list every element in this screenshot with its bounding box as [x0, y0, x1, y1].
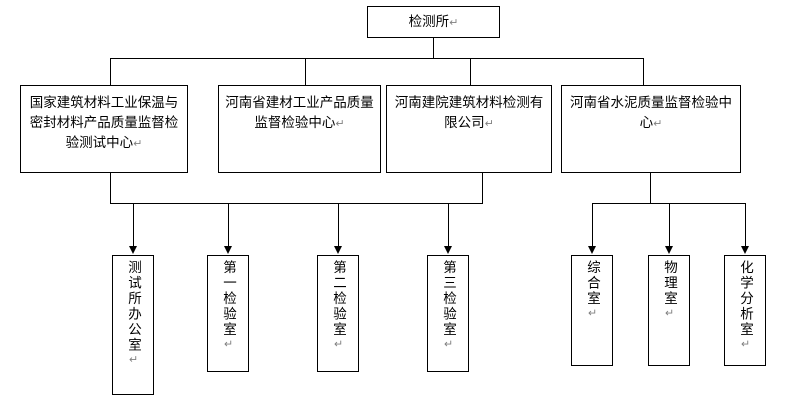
return-mark-icon: ↵	[739, 337, 752, 353]
connector-stem-l2-1-down	[110, 173, 111, 204]
connector-drop-l3-6	[669, 203, 670, 247]
return-mark-icon: ↵	[653, 117, 663, 130]
node-leaf-2-label: 第一检验室↵	[220, 260, 236, 353]
node-level2-2[interactable]: 河南省建材工业产品质量监督检验中心↵	[218, 85, 381, 173]
connector-stem-l2-3-down	[482, 173, 483, 204]
return-mark-icon: ↵	[332, 337, 345, 353]
node-level2-3-label: 河南建院建筑材料检测有限公司↵	[394, 95, 544, 131]
arrow-l3-4-icon	[444, 246, 452, 254]
connector-drop-l3-4	[448, 203, 449, 247]
node-leaf-2[interactable]: 第一检验室↵	[207, 255, 249, 372]
node-leaf-3-label: 第二检验室↵	[330, 260, 346, 353]
node-leaf-6-label: 物理室↵	[661, 260, 677, 322]
node-leaf-3[interactable]: 第二检验室↵	[317, 255, 359, 372]
arrow-l3-2-icon	[224, 246, 232, 254]
connector-drop-l2-4	[643, 58, 644, 85]
return-mark-icon: ↵	[449, 15, 459, 29]
connector-drop-l3-3	[338, 203, 339, 247]
connector-drop-l3-5	[592, 203, 593, 247]
node-level2-4-label: 河南省水泥质量监督检验中心↵	[570, 95, 732, 131]
arrow-l3-1-icon	[129, 246, 137, 254]
arrow-l3-3-icon	[334, 246, 342, 254]
connector-drop-l2-2	[305, 58, 306, 85]
arrow-l3-6-icon	[665, 246, 673, 254]
node-leaf-7[interactable]: 化学分析室↵	[724, 255, 766, 366]
connector-stem-l2-4-down	[650, 173, 651, 204]
arrow-l3-5-icon	[588, 246, 596, 254]
node-level2-1[interactable]: 国家建筑材料工业保温与密封材料产品质量监督检验测试中心↵	[20, 85, 188, 173]
node-level2-3[interactable]: 河南建院建筑材料检测有限公司↵	[386, 85, 552, 173]
connector-drop-l3-7	[745, 203, 746, 247]
arrow-l3-7-icon	[741, 246, 749, 254]
node-leaf-5-label: 综合室↵	[584, 260, 600, 322]
node-leaf-5[interactable]: 综合室↵	[571, 255, 613, 366]
return-mark-icon: ↵	[335, 117, 345, 130]
return-mark-icon: ↵	[663, 306, 676, 322]
node-leaf-4-label: 第三检验室↵	[440, 260, 456, 353]
return-mark-icon: ↵	[127, 353, 140, 368]
connector-drop-l2-3	[470, 58, 471, 85]
node-leaf-7-label: 化学分析室↵	[737, 260, 753, 353]
node-leaf-4[interactable]: 第三检验室↵	[427, 255, 469, 372]
return-mark-icon: ↵	[586, 306, 599, 322]
return-mark-icon: ↵	[484, 117, 494, 130]
node-level2-2-label: 河南省建材工业产品质量监督检验中心↵	[225, 95, 374, 131]
connector-level2-bus	[110, 58, 643, 59]
return-mark-icon: ↵	[442, 337, 455, 353]
node-root[interactable]: 检测所↵	[367, 6, 500, 38]
connector-level3-left-bus	[110, 203, 483, 204]
connector-drop-l3-2	[228, 203, 229, 247]
connector-drop-l3-1	[133, 203, 134, 247]
return-mark-icon: ↵	[133, 137, 143, 150]
node-leaf-6[interactable]: 物理室↵	[648, 255, 690, 366]
connector-root-stem	[433, 38, 434, 58]
node-leaf-1-label: 测试所办公室↵	[125, 260, 141, 368]
node-root-label: 检测所↵	[408, 13, 459, 30]
node-level2-1-label: 国家建筑材料工业保温与密封材料产品质量监督检验测试中心↵	[29, 95, 179, 151]
node-level2-4[interactable]: 河南省水泥质量监督检验中心↵	[561, 85, 741, 173]
connector-drop-l2-1	[110, 58, 111, 85]
node-leaf-1[interactable]: 测试所办公室↵	[112, 255, 154, 395]
return-mark-icon: ↵	[222, 337, 235, 353]
